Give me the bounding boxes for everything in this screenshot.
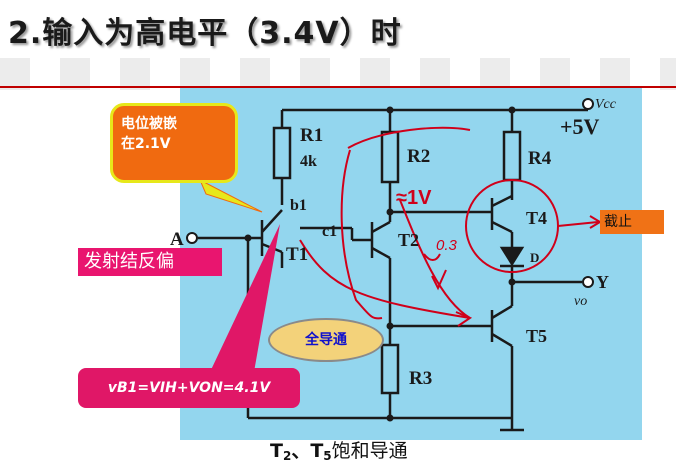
label-r1: R1 [300,125,323,146]
label-b1: b1 [290,197,307,214]
label-r3: R3 [409,368,432,389]
label-t4: T4 [526,208,547,228]
orange-callout: 电位被嵌 在2.1V [110,103,238,183]
label-r1-value: 4k [300,153,317,170]
output-terminal [582,276,594,288]
orange-callout-pointer [198,178,263,213]
caption-t2: T [270,440,283,462]
caption-t2-sub: 2 [282,449,292,463]
label-c1: c1 [322,223,337,240]
label-t1: T1 [286,244,308,265]
label-r4: R4 [528,148,552,169]
slide-title: 2.输入为高电平（3.4V）时 [8,16,402,51]
label-vcc: Vcc [595,97,617,112]
label-d: D [530,250,539,265]
label-input: A [170,229,184,250]
caption-mid: 、T [291,440,324,462]
vcc-terminal [582,98,594,110]
handwritten-0-3: 0.3 [436,237,458,254]
caption-t5-sub: 5 [323,449,332,463]
label-output: Y [596,272,609,292]
full-conduction-ellipse: 全导通 [268,318,384,362]
input-terminal [186,232,198,244]
voltage-annotation: ≈1V [396,187,432,209]
slide-caption: T2、T5饱和导通 [270,436,408,463]
reverse-bias-label: 发射结反偏 [78,248,222,276]
circuit-nodes [244,106,516,422]
handwritten-arrows [299,126,602,327]
label-vo: vo [574,294,587,309]
label-supply: +5V [560,114,600,139]
formula-callout: vB1=VIH+VON=4.1V [78,368,300,408]
decor-band [0,58,676,90]
caption-tail: 饱和导通 [331,440,408,462]
label-r2: R2 [407,146,430,167]
cutoff-tag: 截止 [600,210,664,234]
circuit-labels: R1 4k R2 R4 R3 Vcc +5V A Y vo b1 c1 T1 T… [170,97,617,389]
label-t5: T5 [526,326,547,346]
title-rule [0,86,676,88]
magenta-callout-pointer [210,224,280,372]
label-t2: T2 [398,230,419,250]
